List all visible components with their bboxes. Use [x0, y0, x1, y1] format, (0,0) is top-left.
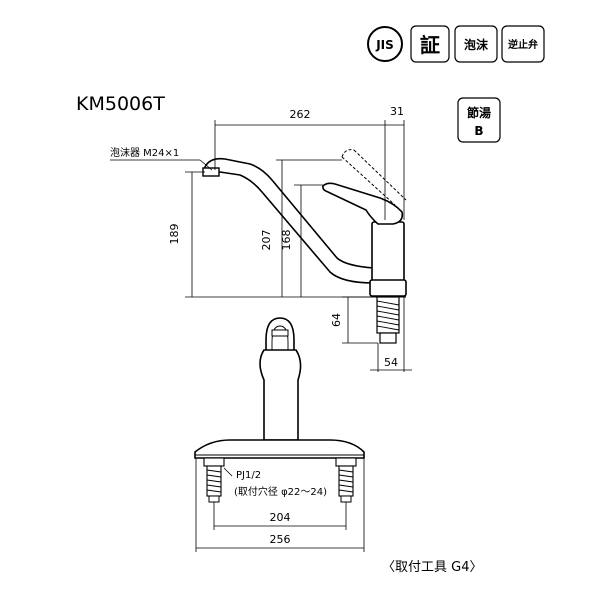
aerator-badge: 泡沫 [454, 25, 498, 63]
svg-text:逆止弁: 逆止弁 [508, 38, 538, 51]
aerator-thread-label: 泡沫器 M24×1 [110, 146, 179, 159]
check-valve-badge: 逆止弁 [501, 25, 545, 63]
body-diameter-dimension: 54 [384, 356, 398, 369]
body-height-dimension: 168 [280, 230, 293, 251]
hole-diameter-label: (取付穴径 φ22〜24) [234, 485, 327, 498]
pipe-thread-label: PJ1/2 [236, 470, 261, 481]
front-view-dimensions: PJ1/2 (取付穴径 φ22〜24) 204 256 [195, 458, 365, 552]
spout-height-dimension: 189 [168, 224, 181, 245]
shank-length-dimension: 64 [330, 313, 343, 327]
svg-text:JIS: JIS [375, 38, 394, 52]
water-saving-badge: 節湯 B [457, 97, 501, 143]
svg-text:節湯: 節湯 [467, 105, 491, 120]
left-mounting-stud [203, 457, 225, 503]
side-view-dimensions: 262 31 泡沫器 M24×1 189 207 168 64 54 [110, 105, 412, 372]
lever-offset-dimension: 31 [390, 105, 404, 118]
model-name: KM5006T [76, 93, 165, 115]
right-mounting-stud [335, 457, 357, 503]
reach-dimension: 262 [290, 108, 311, 121]
jis-mark-badge: JIS [367, 26, 403, 62]
svg-text:B: B [474, 124, 483, 138]
svg-text:泡沫: 泡沫 [464, 37, 489, 52]
installation-tool-note: 〈取付工具 G4〉 [382, 560, 482, 575]
faucet-side-view [202, 149, 407, 344]
base-width-dimension: 256 [270, 533, 291, 546]
svg-text:証: 証 [420, 33, 440, 57]
lever-height-dimension: 207 [260, 230, 273, 251]
mount-pitch-dimension: 204 [270, 511, 291, 524]
certified-badge: 証 [410, 25, 450, 63]
shank [376, 296, 400, 344]
faucet-front-view [194, 317, 365, 503]
